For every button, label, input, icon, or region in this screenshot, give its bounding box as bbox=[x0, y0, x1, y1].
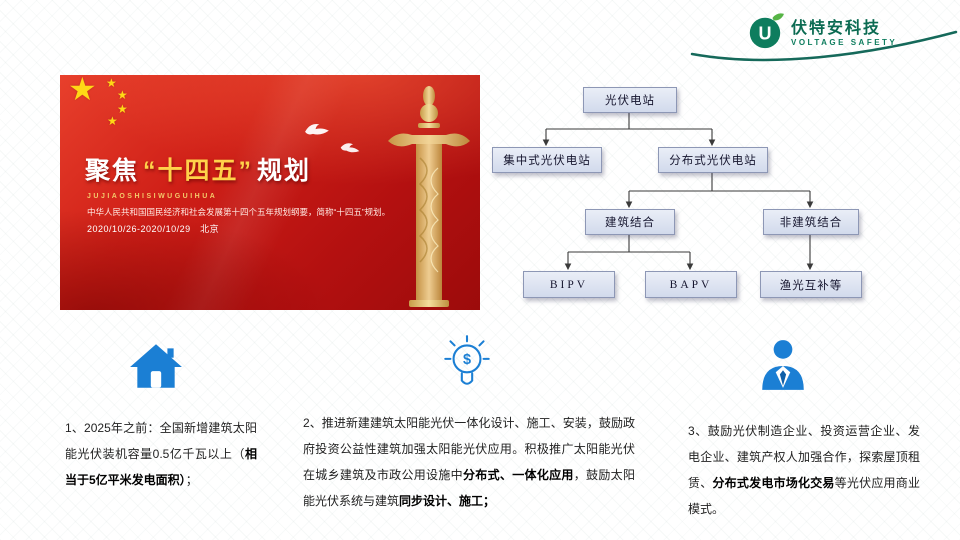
banner-description: 中华人民共和国国民经济和社会发展第十四个五年规划纲要，简称“十四五”规划。 bbox=[87, 207, 391, 217]
dove-icon bbox=[338, 138, 362, 160]
house-icon bbox=[128, 342, 184, 395]
policy-banner: ★ ★ ★ ★ ★ 聚焦“十四五”规划 JUJIAOSHISIWUGUIHUA … bbox=[60, 75, 480, 310]
point-1-seg: 1、2025年之前：全国新增建筑太阳能光伏装机容量0.5亿千瓦以上（ bbox=[65, 421, 257, 461]
point-3-seg: 等光伏应用商业模式。 bbox=[688, 476, 920, 516]
company-logo: U 伏特安科技 VOLTAGE SAFETY bbox=[746, 12, 897, 55]
point-2-bold: 分布式、一体化应用 bbox=[462, 468, 574, 482]
banner-date: 2020/10/26-2020/10/29 北京 bbox=[87, 224, 220, 234]
logo-letter: U bbox=[758, 24, 771, 44]
flow-node-distributed: 分布式光伏电站 bbox=[658, 147, 768, 173]
banner-title-end: 规划 bbox=[257, 157, 312, 185]
huabiao-column-icon bbox=[382, 83, 477, 310]
flag-star-icon: ★ bbox=[117, 88, 128, 102]
banner-title-focus: 聚焦 bbox=[85, 157, 140, 185]
banner-title: 聚焦“十四五”规划 bbox=[85, 151, 311, 187]
point-3-seg: 3、鼓励光伏制造企业、投资运营企业、发电企业、建筑产权人加强合作，探索屋顶租赁、 bbox=[688, 424, 920, 490]
dollar-sign: $ bbox=[463, 352, 471, 368]
flag-star-icon: ★ bbox=[107, 114, 118, 128]
point-2-bold: 同步设计、施工； bbox=[399, 494, 496, 508]
flow-node-centralized: 集中式光伏电站 bbox=[492, 147, 602, 173]
businessman-icon bbox=[758, 338, 808, 397]
flag-star-icon: ★ bbox=[117, 102, 128, 116]
dollar-bulb-icon: $ bbox=[438, 332, 496, 397]
dove-icon bbox=[301, 117, 332, 146]
point-2-text: 2、推进新建建筑太阳能光伏一体化设计、施工、安装，鼓励政府投资公益性建筑加强太阳… bbox=[303, 410, 635, 514]
banner-title-highlight: “十四五” bbox=[143, 157, 254, 185]
point-3-bold: 分布式发电市场化交易 bbox=[712, 476, 835, 490]
logo-mark-icon: U bbox=[746, 12, 784, 55]
point-1-text: 1、2025年之前：全国新增建筑太阳能光伏装机容量0.5亿千瓦以上（相当于5亿平… bbox=[65, 415, 257, 493]
flow-node-bipv: BIPV bbox=[523, 271, 615, 298]
point-3-text: 3、鼓励光伏制造企业、投资运营企业、发电企业、建筑产权人加强合作，探索屋顶租赁、… bbox=[688, 418, 920, 522]
flag-star-icon: ★ bbox=[68, 75, 97, 107]
pv-station-flowchart: 光伏电站 集中式光伏电站 分布式光伏电站 建筑结合 非建筑结合 BIPV BAP… bbox=[488, 85, 912, 300]
flowchart-connectors bbox=[542, 111, 814, 271]
flow-node-bapv: BAPV bbox=[645, 271, 737, 298]
logo-name: 伏特安科技 bbox=[791, 19, 882, 37]
point-1-bold: 相当于5亿平米发电面积） bbox=[65, 447, 257, 487]
point-2-seg: 2、推进新建建筑太阳能光伏一体化设计、施工、安装，鼓励政府投资公益性建筑加强太阳… bbox=[303, 416, 635, 482]
flag-star-icon: ★ bbox=[106, 76, 117, 90]
flow-node-non-building: 非建筑结合 bbox=[763, 209, 859, 235]
point-2-seg: ，鼓励太阳能光伏系统与建筑 bbox=[303, 468, 635, 508]
decorative-green-curve bbox=[690, 28, 960, 75]
logo-subtitle: VOLTAGE SAFETY bbox=[791, 38, 898, 48]
flow-node-fishery: 渔光互补等 bbox=[760, 271, 862, 298]
banner-pinyin: JUJIAOSHISIWUGUIHUA bbox=[87, 193, 218, 200]
flow-node-building: 建筑结合 bbox=[585, 209, 675, 235]
flow-node-pv-station: 光伏电站 bbox=[583, 87, 677, 113]
point-1-seg: ； bbox=[185, 473, 198, 487]
